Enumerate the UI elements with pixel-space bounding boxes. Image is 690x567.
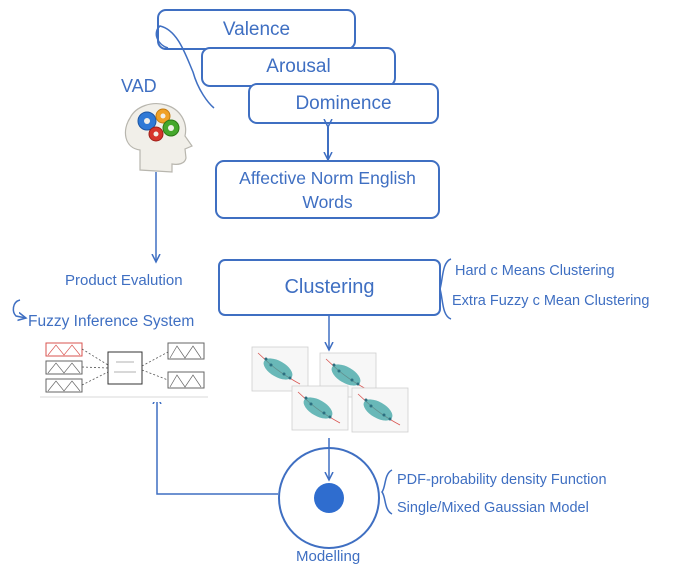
clustering-label: Clustering bbox=[284, 276, 375, 298]
modelling-label: Modelling bbox=[296, 548, 361, 565]
feedback-arrow bbox=[157, 396, 278, 495]
anew-label-line1: Affective Norm English bbox=[239, 168, 416, 188]
clustering-brace bbox=[439, 258, 452, 320]
vad-label: VAD bbox=[121, 76, 157, 96]
gaussian-label: Single/Mixed Gaussian Model bbox=[397, 500, 589, 516]
pdf-label: PDF-probability density Function bbox=[397, 472, 607, 488]
valence-label: Valence bbox=[222, 19, 291, 40]
hard-c-means-label: Hard c Means Clustering bbox=[455, 263, 615, 279]
dominence-box bbox=[248, 83, 439, 124]
brain-gears-icon bbox=[124, 103, 193, 173]
dominence-label: Dominence bbox=[295, 93, 392, 114]
extra-fuzzy-label: Extra Fuzzy c Mean Clustering bbox=[452, 293, 650, 309]
fuzzy-system-thumbnail bbox=[38, 340, 210, 402]
fuzzy-inference-label: Fuzzy Inference System bbox=[28, 313, 195, 330]
modelling-node bbox=[314, 483, 344, 513]
anew-box bbox=[215, 160, 440, 219]
fuzzy-hook-arrow bbox=[12, 299, 26, 318]
modelling-brace bbox=[381, 469, 393, 515]
arousal-label: Arousal bbox=[266, 56, 331, 77]
vad-bracket bbox=[155, 25, 215, 109]
anew-label-line2: Words bbox=[302, 192, 353, 212]
scatter-plot-thumbnail bbox=[251, 346, 409, 433]
product-evaluation-label: Product Evalution bbox=[65, 272, 183, 289]
